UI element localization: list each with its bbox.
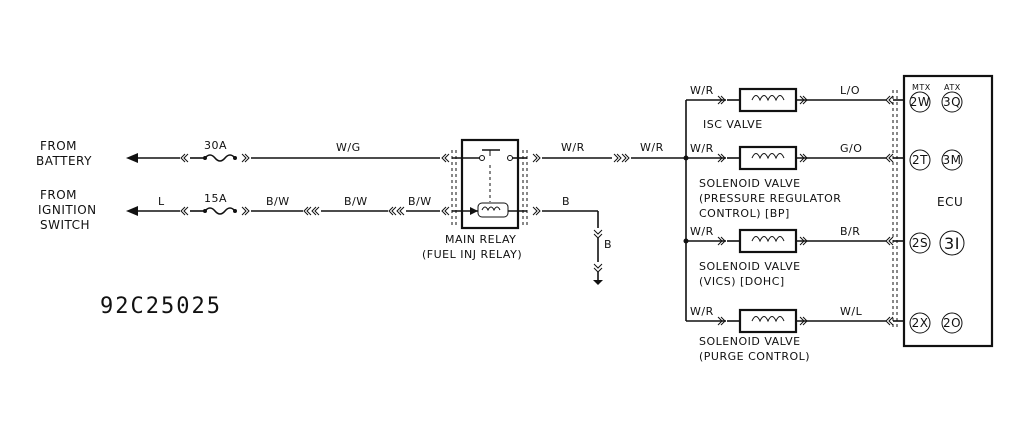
branch-2-name-line-2: (PRESSURE REGULATOR <box>699 192 841 205</box>
ground-icon <box>593 280 603 285</box>
branch-2-name-line-3: CONTROL) [BP] <box>699 207 790 220</box>
branch-3-out-wire-label: B/R <box>840 225 860 238</box>
branch-3-name-line-2: (VICS) [DOHC] <box>699 275 785 288</box>
ecu-pin-atx <box>941 91 963 113</box>
branch-3: W/R B/R 2S 3I SOLENOID VALVE (VICS) [DOHC] <box>686 225 965 288</box>
branch-4: W/R W/L 2X 2O SOLENOID VALVE (PURGE CONTROL) <box>686 305 963 363</box>
wire-bw-3-label: B/W <box>408 195 432 208</box>
wire-b-1-label: B <box>562 195 570 208</box>
component-branches: W/R L/O 2W 3Q ISC VALVE W/R G/O 2T 3M SOLENOID VA… <box>686 84 965 363</box>
branch-1-name-line-1: ISC VALVE <box>703 118 763 131</box>
wire-bw-1-label: B/W <box>266 195 290 208</box>
wire-wr-1-label: W/R <box>561 141 585 154</box>
from-ignition-line2: IGNITION <box>38 203 97 217</box>
relay-coil-icon <box>477 202 509 218</box>
ecu-pin-atx-label: 3Q <box>943 95 961 109</box>
branch-1: W/R L/O 2W 3Q ISC VALVE <box>686 84 963 131</box>
diode-icon <box>470 207 478 215</box>
coil-icon <box>751 236 785 243</box>
branch-3-name-line-1: SOLENOID VALVE <box>699 260 801 273</box>
branch-4-out-wire-label: W/L <box>840 305 863 318</box>
ecu-pin-atx <box>941 312 963 334</box>
fuse-15a-icon <box>204 207 236 215</box>
ecu-pin-atx-label: 3I <box>944 234 960 253</box>
fuse-15a-label: 15A <box>204 192 227 205</box>
branch-2: W/R G/O 2T 3M SOLENOID VALVE (PRESSURE REGULA… <box>686 142 963 220</box>
mtx-label: MTX <box>912 83 931 92</box>
fuse-30a-icon <box>204 154 236 162</box>
fuse-30a-label: 30A <box>204 139 227 152</box>
ecu-pin-atx <box>941 149 963 171</box>
ecu-pin-atx-label: 2O <box>943 316 961 330</box>
from-battery-line1: FROM <box>40 139 77 153</box>
battery-arrow-icon <box>126 153 138 163</box>
branch-3-in-wire-label: W/R <box>690 225 714 238</box>
ignition-wire: L 15A B/W B/W B/W <box>126 192 450 216</box>
ecu-box <box>902 74 994 348</box>
branch-4-name-line-2: (PURGE CONTROL) <box>699 350 810 363</box>
branch-1-in-wire-label: W/R <box>690 84 714 97</box>
ecu-pin-mtx <box>909 312 931 334</box>
ecu-pin-atx-label: 3M <box>943 153 962 167</box>
wire-wr-2-label: W/R <box>640 141 664 154</box>
coil-icon <box>751 95 785 102</box>
branch-2-name-line-1: SOLENOID VALVE <box>699 177 801 190</box>
battery-wire: 30A W/G <box>126 139 450 163</box>
from-battery-label: FROM BATTERY <box>36 139 92 168</box>
diagram-code: 92C25025 <box>100 294 222 319</box>
atx-label: ATX <box>944 83 961 92</box>
wire-b-2-label: B <box>604 238 612 251</box>
from-ignition-line3: SWITCH <box>40 218 90 232</box>
wire-bw-2-label: B/W <box>344 195 368 208</box>
ecu-pin-mtx-label: 2W <box>910 95 931 109</box>
coil-icon <box>751 316 785 323</box>
ecu-label: ECU <box>937 195 963 209</box>
ecu-connector-dashes <box>892 90 898 330</box>
ground-wire: B B <box>532 195 612 285</box>
ecu-pin-mtx <box>909 149 931 171</box>
wire-wg-label: W/G <box>336 141 361 154</box>
branch-1-out-wire-label: L/O <box>840 84 860 97</box>
ecu-pin-mtx <box>909 232 931 254</box>
wr-bus <box>683 100 689 321</box>
main-relay-label-line1: MAIN RELAY <box>445 233 516 246</box>
wire-l-label: L <box>158 195 165 208</box>
ecu-pin-mtx <box>909 91 931 113</box>
branch-2-out-wire-label: G/O <box>840 142 862 155</box>
branch-4-in-wire-label: W/R <box>690 305 714 318</box>
ecu-pin-mtx-label: 2T <box>912 153 928 167</box>
ignition-arrow-icon <box>126 206 138 216</box>
from-ignition-label: FROM IGNITION SWITCH <box>38 188 97 232</box>
main-relay: MAIN RELAY (FUEL INJ RELAY) <box>422 138 528 261</box>
coil-icon <box>751 153 785 160</box>
branch-4-name-line-1: SOLENOID VALVE <box>699 335 801 348</box>
ecu-pin-mtx-label: 2X <box>912 316 929 330</box>
ecu: ECU MTX ATX <box>902 74 994 348</box>
from-battery-line2: BATTERY <box>36 154 92 168</box>
ecu-pin-mtx-label: 2S <box>912 236 928 250</box>
main-relay-label-line2: (FUEL INJ RELAY) <box>422 248 522 261</box>
branch-2-in-wire-label: W/R <box>690 142 714 155</box>
from-ignition-line1: FROM <box>40 188 77 202</box>
ecu-pin-atx <box>939 230 965 256</box>
relay-output-wire: W/R W/R <box>532 141 686 163</box>
